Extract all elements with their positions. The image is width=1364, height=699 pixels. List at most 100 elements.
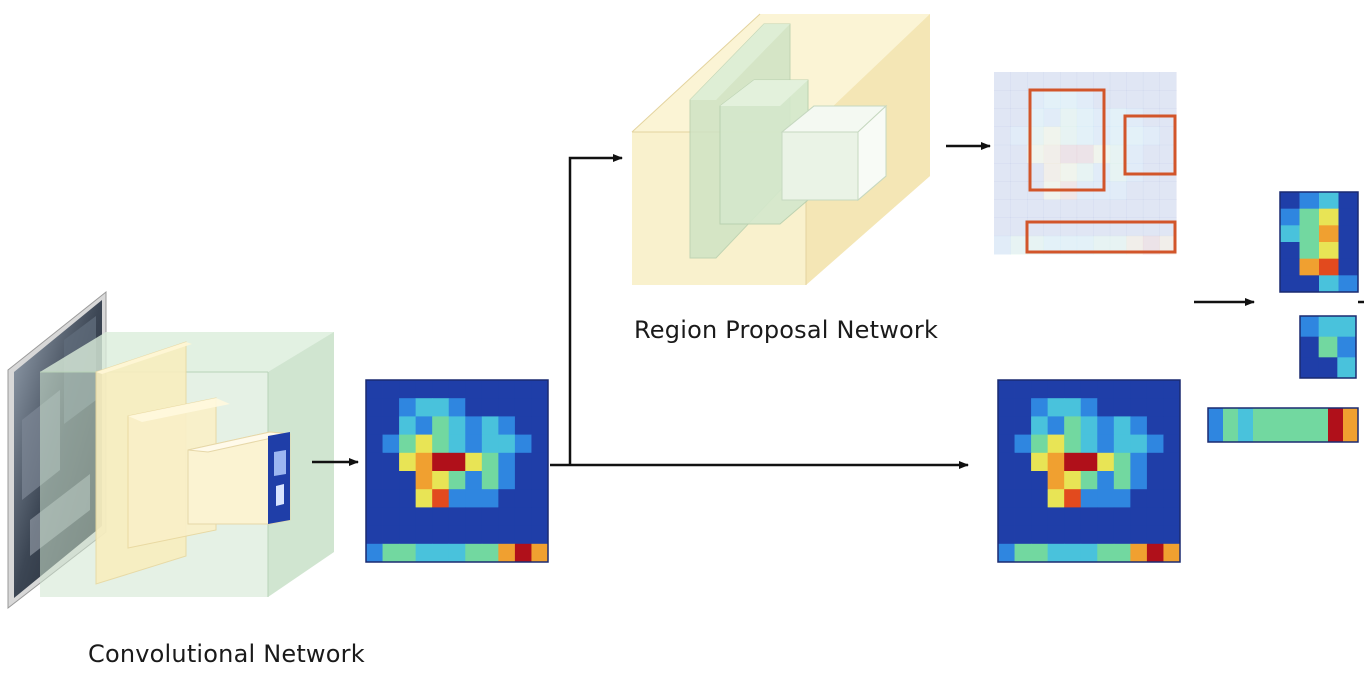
heatmap-cell — [1097, 543, 1115, 563]
heatmap-cell — [498, 543, 516, 563]
heatmap-cell — [1280, 242, 1300, 260]
heatmap-cell — [1113, 452, 1131, 472]
heatmap-cell — [1113, 398, 1131, 417]
heatmap-cell — [1130, 507, 1148, 526]
heatmap-cell — [382, 507, 400, 526]
heatmap-cell — [1113, 380, 1131, 399]
heatmap-cell — [1014, 452, 1032, 472]
heatmap-cell — [481, 543, 499, 563]
heatmap-cell — [514, 543, 532, 563]
proposal-wash — [994, 72, 1176, 254]
heatmap-cell — [1283, 408, 1299, 443]
heatmap-cell — [366, 380, 383, 399]
heatmap-cell — [1047, 380, 1065, 399]
heatmap-cell — [998, 489, 1015, 508]
heatmap-cell — [1014, 507, 1032, 526]
heatmap-cell — [1097, 489, 1115, 508]
heatmap-cell — [399, 380, 417, 399]
heatmap-cell — [1014, 416, 1032, 435]
arrow-featuremap-to-rpn — [568, 154, 623, 465]
heatmap-cell — [1146, 525, 1164, 545]
heatmap-cell — [1064, 525, 1082, 545]
heatmap-cell — [531, 489, 549, 508]
heatmap-cell — [1097, 434, 1115, 454]
heatmap-cell — [432, 525, 450, 545]
heatmap-cell — [366, 434, 383, 454]
heatmap-cell — [498, 398, 516, 417]
heatmap-cell — [1146, 543, 1164, 563]
heatmap-cell — [415, 416, 433, 435]
heatmap-cell — [1113, 489, 1131, 508]
heatmap-cell — [465, 398, 483, 417]
heatmap-cell — [1280, 208, 1300, 226]
heatmap-cell — [514, 452, 532, 472]
heatmap-cell — [415, 434, 433, 454]
heatmap-cell — [1298, 408, 1314, 443]
heatmap-cell — [1338, 192, 1359, 210]
heatmap-cell — [1130, 525, 1148, 545]
heatmap-cell — [1163, 525, 1181, 545]
heatmap-cell — [498, 507, 516, 526]
heatmap-cell — [465, 434, 483, 454]
heatmap-cell — [1064, 398, 1082, 417]
heatmap-cell — [1064, 452, 1082, 472]
heatmap-cell — [531, 507, 549, 526]
heatmap-cell — [514, 380, 532, 399]
heatmap-cell — [514, 507, 532, 526]
heatmap-cell — [498, 416, 516, 435]
heatmap-cell — [1163, 471, 1181, 490]
heatmap-cell — [1014, 380, 1032, 399]
heatmap-cell — [498, 525, 516, 545]
heatmap-cell — [1146, 434, 1164, 454]
heatmap-cell — [1080, 489, 1098, 508]
heatmap-cell — [531, 416, 549, 435]
heatmap-cell — [1280, 225, 1300, 243]
heatmap-cell — [1097, 525, 1115, 545]
heatmap-cell — [498, 452, 516, 472]
heatmap-cell — [448, 543, 466, 563]
heatmap-cell — [432, 416, 450, 435]
heatmap-cell — [1080, 471, 1098, 490]
heatmap-cell — [1097, 471, 1115, 490]
heatmap-cell — [1319, 192, 1339, 210]
heatmap-cell — [399, 452, 417, 472]
heatmap-cell — [432, 398, 450, 417]
heatmap-cell — [465, 525, 483, 545]
heatmap-cell — [1163, 398, 1181, 417]
heatmap-cell — [998, 507, 1015, 526]
heatmap-cell — [1163, 452, 1181, 472]
heatmap-cell — [448, 398, 466, 417]
heatmap-cell — [432, 507, 450, 526]
heatmap-cell — [1097, 452, 1115, 472]
heatmap-cell — [1064, 507, 1082, 526]
heatmap-cell — [382, 380, 400, 399]
heatmap-cell — [531, 471, 549, 490]
heatmap-cell — [1338, 242, 1359, 260]
heatmap-cell — [1146, 471, 1164, 490]
heatmap-cell — [465, 507, 483, 526]
proposal-map-background — [994, 72, 1177, 255]
proposal-box-large — [1028, 88, 1106, 192]
heatmap-cell — [465, 489, 483, 508]
heatmap-cell — [1031, 525, 1049, 545]
heatmap-cell — [465, 416, 483, 435]
heatmap-cell — [998, 543, 1015, 563]
heatmap-cell — [1163, 543, 1181, 563]
heatmap-cell — [1130, 434, 1148, 454]
heatmap-cell — [481, 471, 499, 490]
heatmap-cell — [432, 543, 450, 563]
heatmap-cell — [415, 507, 433, 526]
heatmap-cell — [1097, 380, 1115, 399]
heatmap-cell — [1318, 357, 1338, 379]
heatmap-cell — [514, 434, 532, 454]
heatmap-border — [1207, 407, 1359, 443]
heatmap-cell — [465, 380, 483, 399]
heatmap-cell — [481, 489, 499, 508]
heatmap-cell — [1313, 408, 1329, 443]
heatmap-cell — [1080, 398, 1098, 417]
heatmap-cell — [498, 434, 516, 454]
heatmap-cell — [1064, 434, 1082, 454]
heatmap-cell — [531, 380, 549, 399]
heatmap-cell — [1031, 416, 1049, 435]
heatmap-cell — [415, 543, 433, 563]
